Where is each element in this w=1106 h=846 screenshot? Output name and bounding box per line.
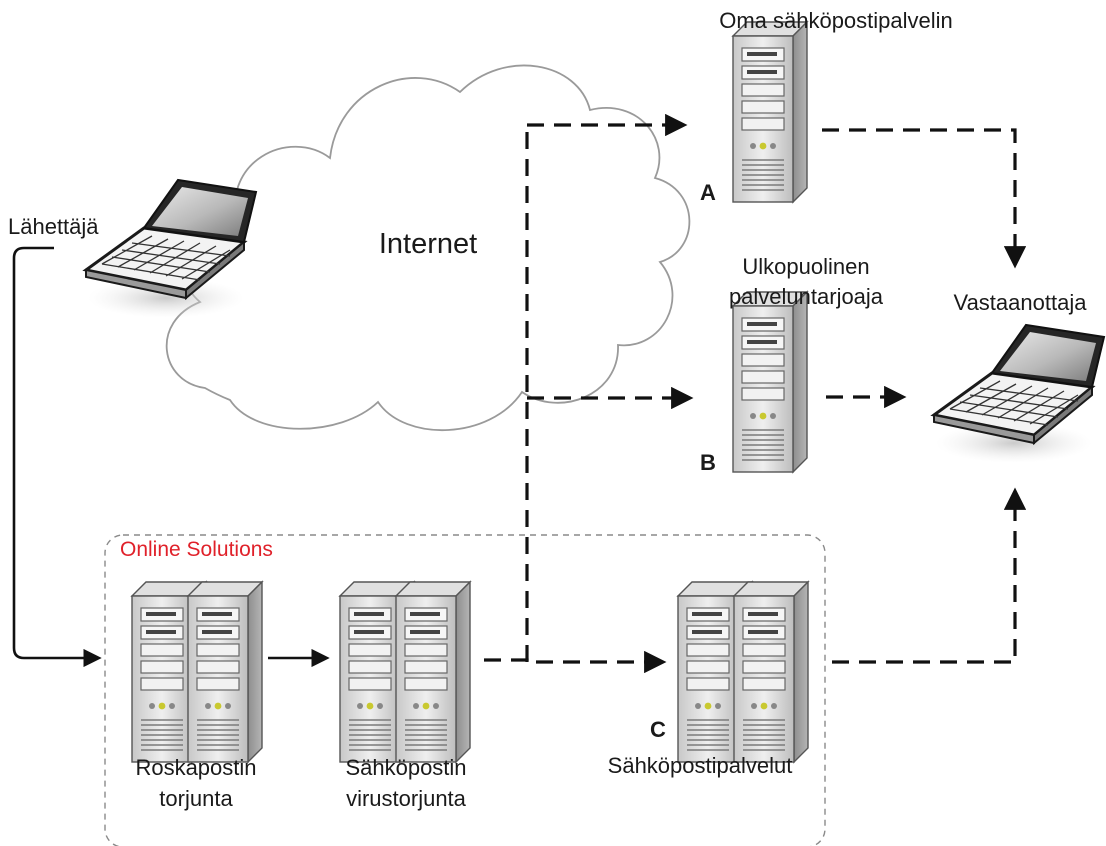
own-server-label: Oma sähköpostipalvelin xyxy=(719,8,953,33)
spam-filter-label-line2: torjunta xyxy=(159,786,233,811)
sender-laptop-icon xyxy=(84,178,258,320)
external-provider-server-icon xyxy=(732,291,808,473)
virus-to-services-arrow xyxy=(484,650,667,674)
recipient-label: Vastaanottaja xyxy=(954,290,1088,315)
external-provider-label-line1: Ulkopuolinen xyxy=(742,254,869,279)
spam-filter-server-pair-icon xyxy=(131,581,263,763)
email-services-server-pair-icon xyxy=(677,581,809,763)
services-to-recipient-arrow xyxy=(832,487,1027,664)
email-services-label: Sähköpostipalvelut xyxy=(608,753,793,778)
sender-to-spam-arrow xyxy=(12,246,102,668)
virus-filter-label-line2: virustorjunta xyxy=(346,786,467,811)
marker-c: C xyxy=(650,717,666,742)
sender-label: Lähettäjä xyxy=(8,214,99,239)
marker-b: B xyxy=(700,450,716,475)
online-solutions-label: Online Solutions xyxy=(120,538,273,561)
external-provider-label-line2: palveluntarjoaja xyxy=(729,284,884,309)
online-solutions-box xyxy=(104,534,826,846)
marker-a: A xyxy=(700,180,716,205)
virus-filter-label-line1: Sähköpostin xyxy=(345,755,466,780)
recipient-laptop-icon xyxy=(932,323,1106,465)
virus-filter-server-pair-icon xyxy=(339,581,471,763)
own-server-to-recipient-arrow xyxy=(822,128,1027,269)
own-server-icon xyxy=(732,21,808,203)
internet-label: Internet xyxy=(379,228,477,260)
spam-filter-label-line1: Roskapostin xyxy=(135,755,256,780)
